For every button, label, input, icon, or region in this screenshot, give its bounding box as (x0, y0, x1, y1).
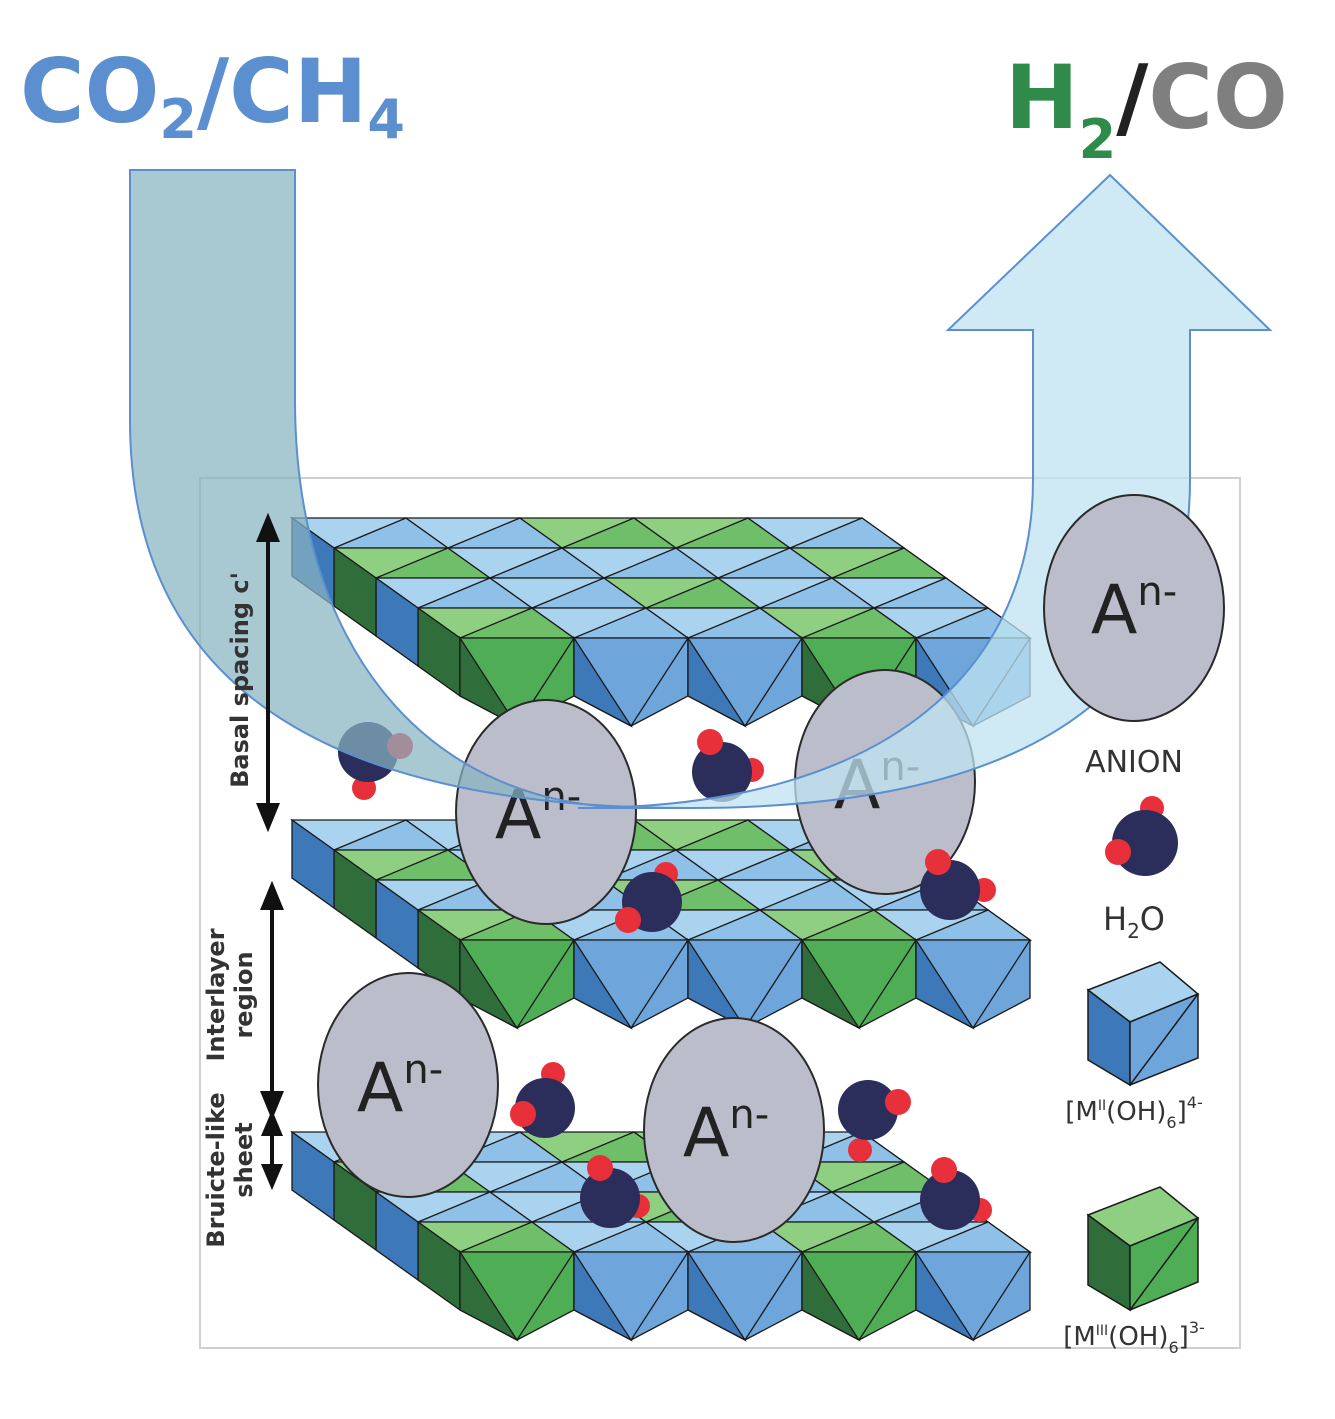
legend-m3-label: [MIII(OH)6]3- (1063, 1318, 1205, 1357)
water-molecule-icon (838, 1080, 911, 1162)
green-octahedron-icon (1086, 1186, 1200, 1312)
anion-icon: An- (317, 972, 499, 1198)
anion-icon: An- (643, 1017, 825, 1243)
legend: An- ANION H2O [MII(OH)6]4- [MIII(OH)6]3- (1043, 494, 1225, 1357)
brucite-label-line2: sheet (230, 1122, 258, 1197)
water-molecule-icon (1105, 796, 1178, 876)
interlayer-label-line1: Interlayer (202, 928, 230, 1061)
legend-m2-label: [MII(OH)6]4- (1065, 1093, 1202, 1132)
dimension-arrows (256, 512, 284, 1191)
interlayer-label-line2: region (230, 951, 258, 1038)
octahedron-shade (459, 937, 519, 1030)
products-title: H2/CO (1005, 46, 1288, 171)
octahedron-shade (687, 1249, 747, 1342)
octahedron-shade (573, 635, 633, 728)
octahedron-shade (687, 635, 747, 728)
blue-octahedron-icon (1086, 961, 1200, 1087)
water-molecule-icon (920, 849, 996, 920)
legend-anion-symbol: An- (1091, 569, 1177, 650)
legend-anion-label: ANION (1085, 745, 1183, 780)
octahedron-side (291, 818, 335, 910)
water-molecule-icon (510, 1062, 575, 1138)
anion-symbol: An- (683, 1092, 769, 1173)
octahedron-shade (801, 1249, 861, 1342)
octahedron-shade (801, 937, 861, 1030)
anion-icon: An- (455, 699, 637, 925)
brucite-label-line1: Bruicte-like (202, 1092, 230, 1247)
water-molecule-icon (692, 729, 764, 802)
octahedron-side (291, 1130, 335, 1222)
octahedron-shade (573, 1249, 633, 1342)
octahedron-shade (573, 937, 633, 1030)
octahedron-shade (459, 1249, 519, 1342)
octahedron-shade (915, 1249, 975, 1342)
anion-symbol: An- (357, 1047, 443, 1128)
reactants-title: CO2/CH4 (20, 40, 405, 151)
basal-spacing-label: Basal spacing c' (226, 572, 254, 788)
octahedron-shade (459, 635, 519, 728)
water-molecule-icon (920, 1157, 992, 1230)
legend-anion-icon (1043, 494, 1225, 722)
legend-water-label: H2O (1103, 900, 1165, 943)
octahedron-shade (687, 937, 747, 1030)
water-molecule-icon (580, 1155, 650, 1228)
water-molecule-icon (615, 862, 682, 933)
octahedron-shade (915, 937, 975, 1030)
